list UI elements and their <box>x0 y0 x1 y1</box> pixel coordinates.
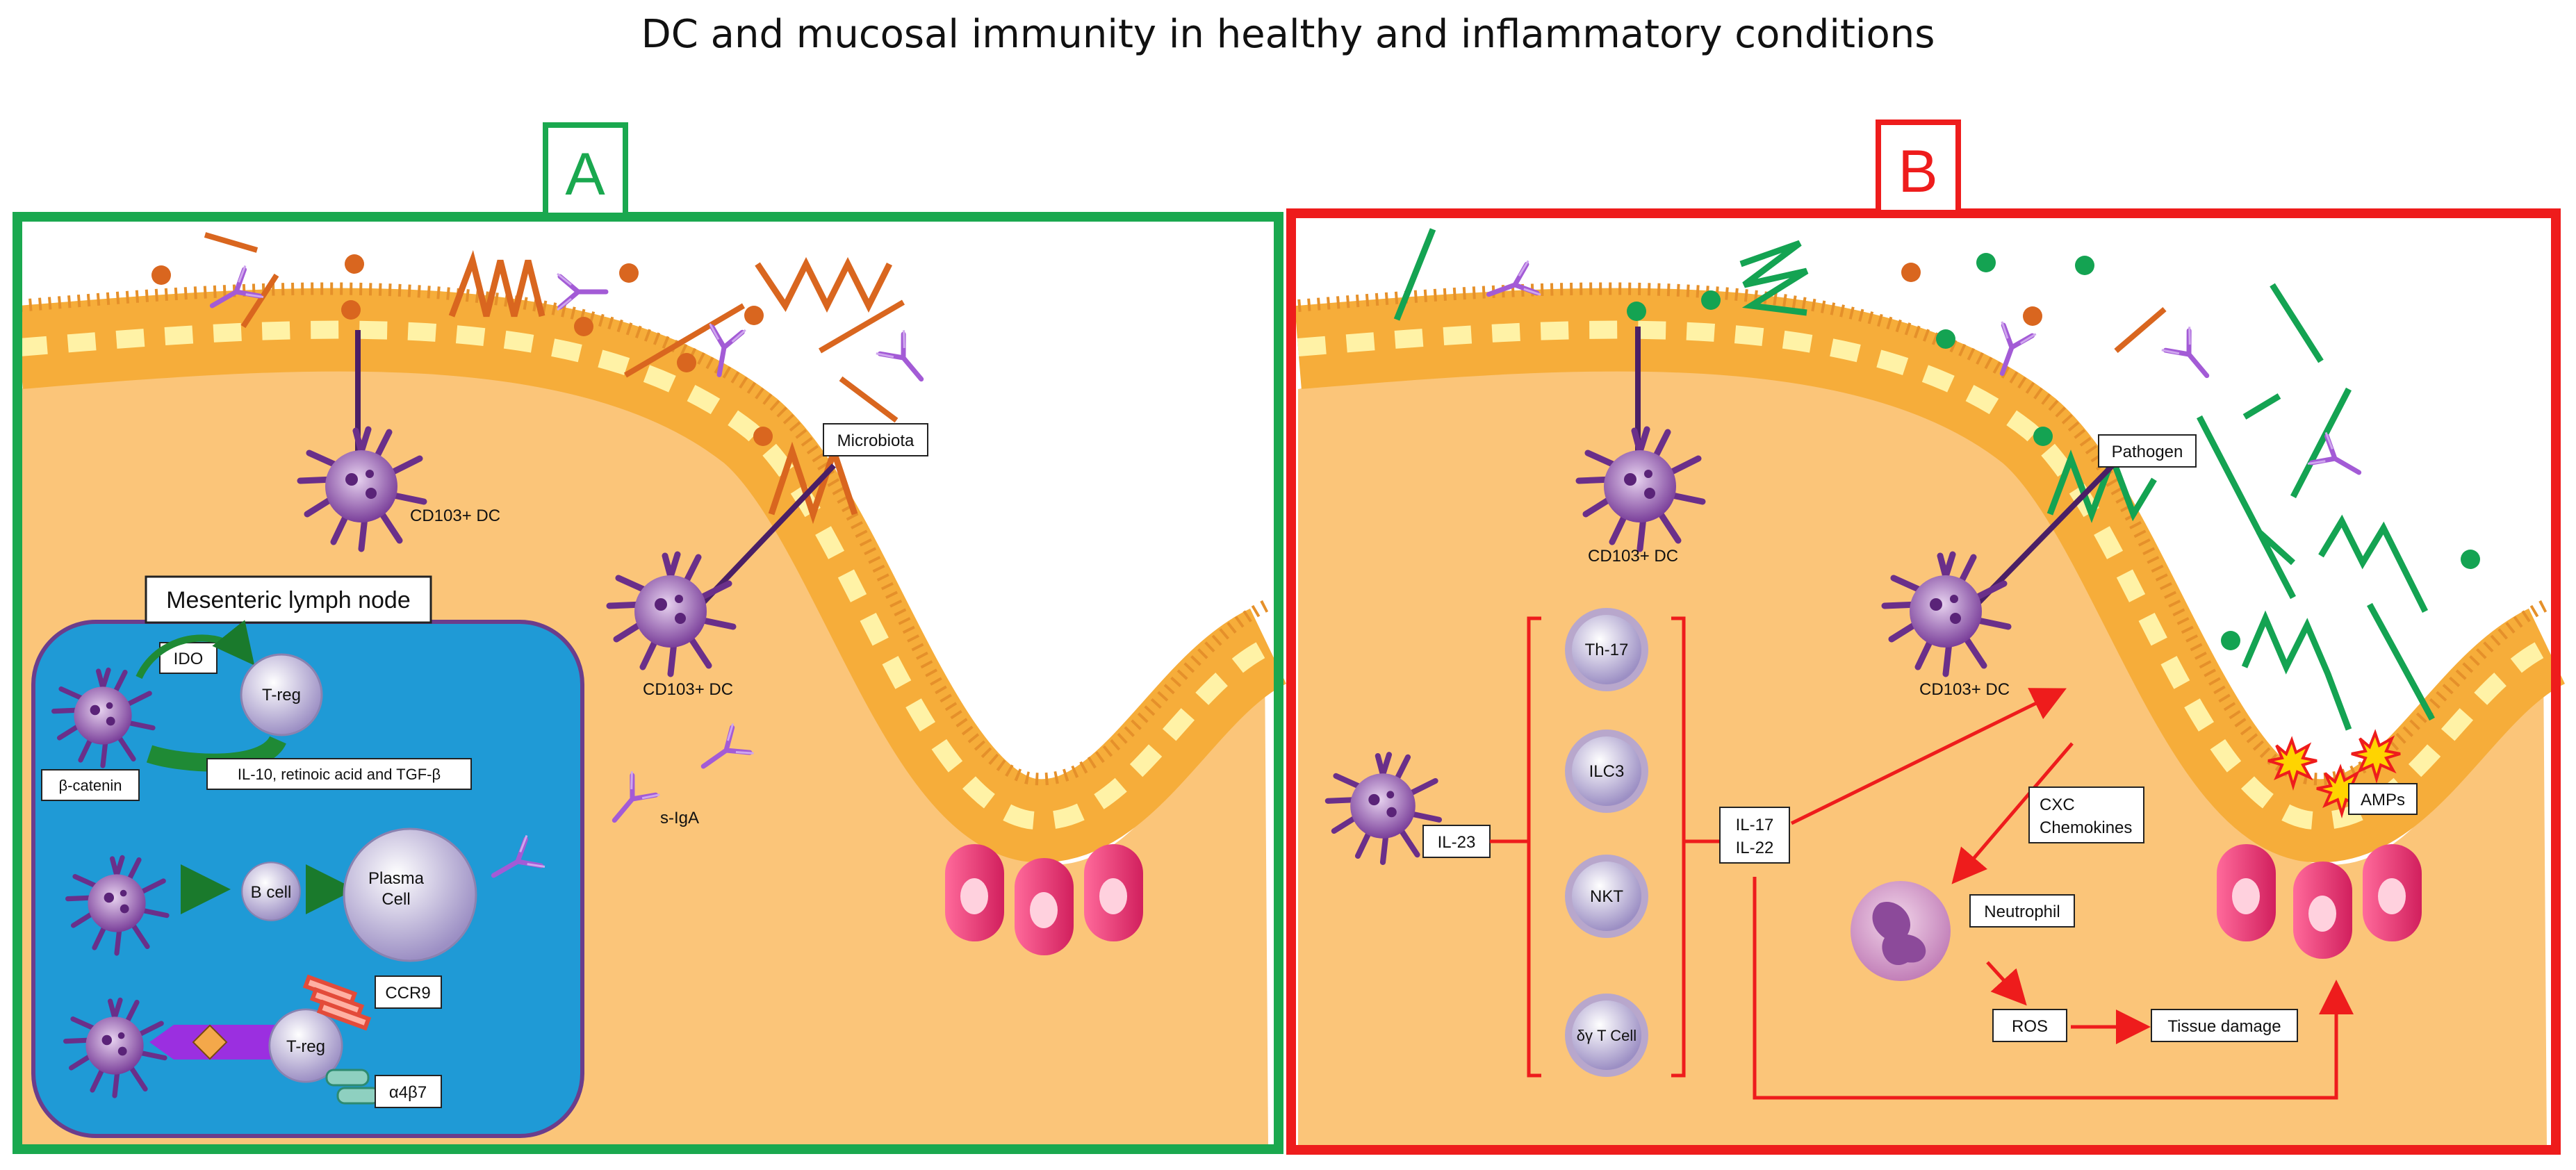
chemokines-label: Chemokines <box>2040 818 2132 837</box>
panel-a: CD103+ DC CD103+ DC s-IgA Microbiota Mes… <box>13 122 1288 1154</box>
panel-a-frame <box>13 212 1283 1154</box>
il23-label: IL-23 <box>1438 833 1476 852</box>
il22-label: IL-22 <box>1736 839 1774 857</box>
panel-b: AMPs CD103+ DC CD103+ DC Pathogen IL-23 … <box>1286 120 2567 1155</box>
epithelial-nuclei <box>1297 320 2551 830</box>
siga-label: s-IgA <box>660 809 699 827</box>
nkt-label: NKT <box>1590 887 1623 906</box>
plasma-cell-label: Plasma <box>368 869 425 888</box>
neutrophil-label: Neutrophil <box>1984 903 2060 921</box>
pathogens <box>1393 228 2480 731</box>
lamina-propria <box>1298 351 2547 1147</box>
ido-label: IDO <box>174 650 204 668</box>
treg-label: T-reg <box>262 686 301 705</box>
treg-label: T-reg <box>286 1037 325 1056</box>
panel-b-tag <box>1876 120 1961 215</box>
bcell-label: B cell <box>251 883 292 902</box>
antibody <box>2308 432 2368 488</box>
lymph-node-title: Mesenteric lymph node <box>166 587 411 613</box>
microbiota-label: Microbiota <box>837 431 914 450</box>
epithelial-nuclei <box>18 320 1272 830</box>
plasma-cell-label: Cell <box>382 890 410 909</box>
microbiota-box <box>823 423 928 456</box>
paneth-cells <box>945 844 1143 955</box>
ros-label: ROS <box>2012 1017 2048 1036</box>
figure-title: DC and mucosal immunity in healthy and i… <box>641 12 1935 57</box>
il17-label: IL-17 <box>1736 816 1774 834</box>
cd103-dc-label: CD103+ DC <box>1919 680 2010 699</box>
neutrophil-cell <box>1851 881 1951 981</box>
cd103-dc-label: CD103+ DC <box>643 680 733 699</box>
paneth-cells <box>2217 844 2422 959</box>
cxc-label: CXC <box>2040 796 2075 814</box>
ccr9-label: CCR9 <box>385 984 430 1003</box>
amps-label: AMPs <box>2361 791 2405 809</box>
mesenteric-lymph-node: Mesenteric lymph node IDO T-reg IL-10, r… <box>31 575 584 1138</box>
antibody <box>876 330 935 390</box>
gd-tcell-label: δγ T Cell <box>1577 1027 1636 1044</box>
antibody <box>557 274 606 310</box>
tissue-damage-label: Tissue damage <box>2167 1017 2281 1036</box>
microbiota <box>151 232 905 525</box>
panel-b-letter: B <box>1898 138 1937 205</box>
antibody <box>2162 327 2221 387</box>
a4b7-label: α4β7 <box>389 1083 427 1102</box>
panel-a-letter: A <box>565 141 605 208</box>
beta-catenin-label: β-catenin <box>59 777 122 794</box>
pathogen-label: Pathogen <box>2112 443 2183 461</box>
panel-a-tag <box>543 122 628 218</box>
cd103-dc-label: CD103+ DC <box>410 506 500 525</box>
ilc3-label: ILC3 <box>1589 762 1625 781</box>
cytokines-label: IL-10, retinoic acid and TGF-β <box>238 766 441 783</box>
cd103-dc-label: CD103+ DC <box>1588 547 1678 566</box>
th17-label: Th-17 <box>1585 641 1629 659</box>
